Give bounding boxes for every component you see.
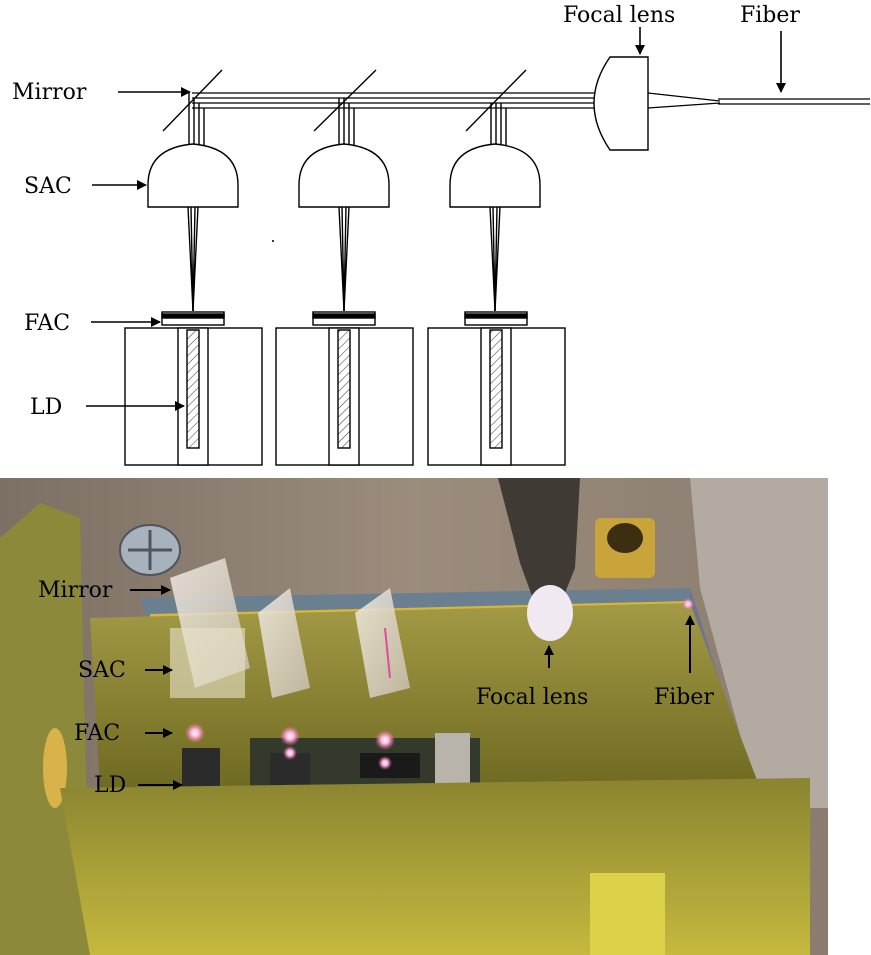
- emitter-unit-2: [275, 69, 414, 466]
- prism-3: [355, 588, 410, 698]
- emitter-glow-3: [375, 730, 395, 750]
- stray-dot: [272, 240, 274, 242]
- prism-2: [258, 588, 310, 698]
- mirror-label: Mirror: [12, 80, 87, 105]
- focal-lens-label: Focal lens: [563, 3, 675, 28]
- sac-1: [147, 143, 239, 208]
- fac-label: FAC: [24, 311, 70, 336]
- emitter-unit-1: [124, 69, 263, 466]
- emitter-unit-3: [427, 69, 566, 466]
- schematic-diagram: Mirror SAC FAC LD Focal lens Fiber: [12, 3, 870, 466]
- ld-2: [337, 329, 351, 449]
- focal-lens: [593, 56, 649, 151]
- fiber-photo: [682, 598, 694, 610]
- ld-label: LD: [30, 395, 62, 420]
- left-plate: [0, 503, 90, 955]
- beam-path: [149, 601, 691, 618]
- emitter-glow-1: [185, 723, 205, 743]
- emitter-glow-2: [280, 726, 300, 746]
- connector: [435, 733, 470, 788]
- photo-focal-lens-label: Focal lens: [476, 685, 588, 710]
- photo-mirror-label: Mirror: [38, 578, 113, 603]
- ld-3: [489, 329, 503, 449]
- housing-right: [690, 478, 828, 808]
- mirror-3: [465, 69, 527, 132]
- front-highlight: [590, 873, 665, 955]
- photo-ld-label: LD: [94, 773, 126, 798]
- fiber: [718, 98, 870, 105]
- ld-1: [186, 329, 200, 449]
- photo-fac-label: FAC: [74, 721, 120, 746]
- focal-lens-photo: [527, 585, 573, 641]
- sac-3: [449, 143, 541, 208]
- photo-fiber-label: Fiber: [654, 685, 714, 710]
- sac-2: [298, 143, 390, 208]
- sac-photo-1: [170, 628, 245, 698]
- front-face: [60, 778, 810, 955]
- sac-label: SAC: [24, 174, 72, 199]
- fiber-label: Fiber: [740, 3, 800, 28]
- device-photo: Mirror SAC FAC LD Focal lens Fiber: [0, 478, 828, 955]
- mirror-2: [313, 69, 377, 132]
- ld-block-1: [182, 748, 220, 793]
- combined-beam: [192, 92, 721, 109]
- mirror-1: [162, 69, 223, 132]
- photo-sac-label: SAC: [78, 658, 126, 683]
- lens-holder: [498, 478, 580, 618]
